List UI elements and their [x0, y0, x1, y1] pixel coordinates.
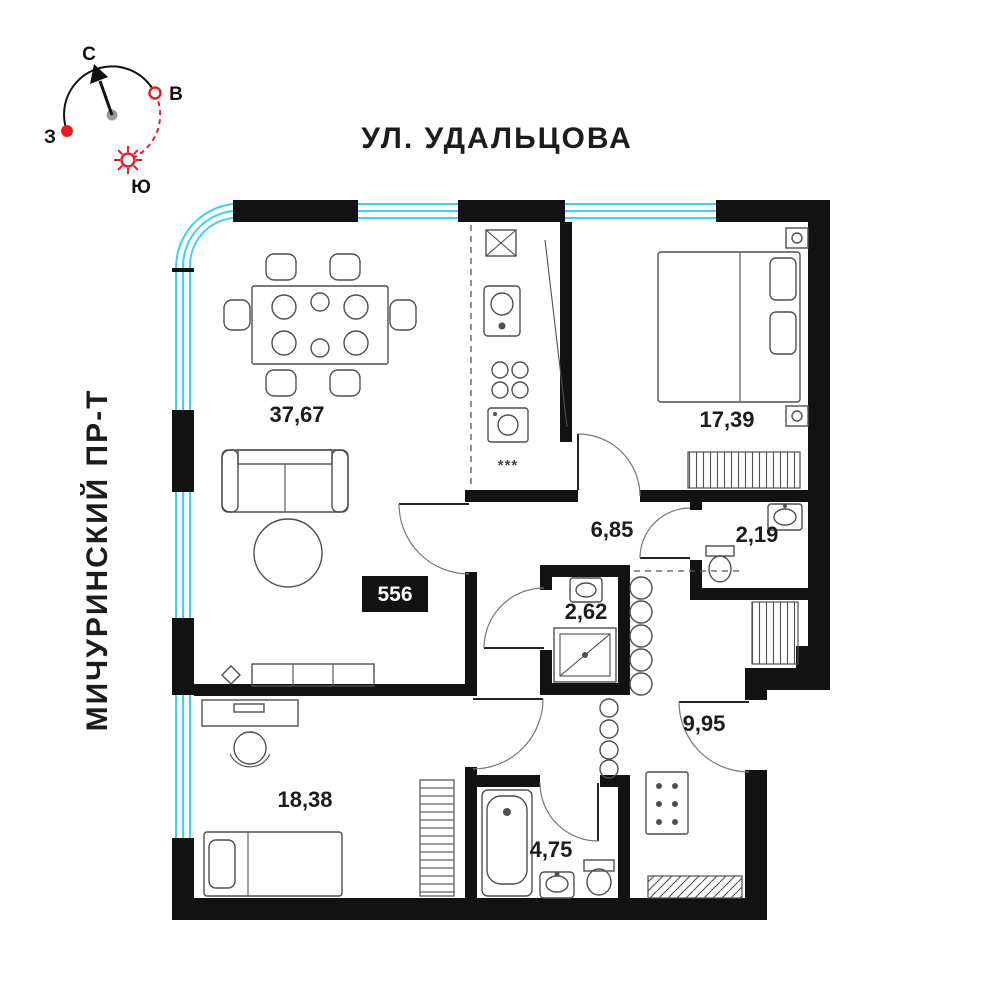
door-bedroom1 — [577, 433, 641, 497]
small-bathroom-fixtures — [705, 503, 803, 583]
corridor-radiator — [647, 875, 743, 899]
windows — [172, 200, 716, 838]
shower-room-fixtures — [553, 577, 617, 683]
coffee-table — [253, 518, 323, 588]
compass-north-label: С — [82, 44, 96, 65]
corner-window-arc — [174, 203, 234, 269]
plant-icon — [221, 665, 241, 685]
apartment-number: 556 — [377, 583, 412, 606]
bathroom-sink — [539, 871, 575, 899]
hall-wardrobe — [751, 601, 799, 665]
coat-hooks-column — [629, 576, 653, 696]
room-label-shower-room: 2,62 — [565, 599, 608, 624]
desk — [201, 699, 299, 768]
double-bed — [657, 251, 801, 403]
zone-boundaries — [470, 225, 743, 572]
door-bedroom2 — [472, 698, 544, 770]
shoe-cabinet — [645, 771, 689, 835]
compass-east-label: В — [169, 84, 183, 105]
hooks-column-small — [599, 698, 619, 779]
stove-burners — [491, 361, 529, 399]
room-label-living: 37,67 — [269, 402, 324, 427]
compass-rose: С В З Ю — [44, 44, 183, 198]
room-label-hallway: 6,85 — [591, 517, 634, 542]
compass-west-dot — [61, 125, 73, 137]
door-bathroom — [539, 782, 599, 842]
oven — [487, 407, 529, 443]
kitchen-marks: *** — [498, 457, 519, 474]
compass-south-label: Ю — [131, 177, 151, 198]
door-entrance — [678, 701, 750, 773]
room-label-small-bathroom: 2,19 — [736, 522, 779, 547]
bathtub — [481, 789, 533, 897]
door-small-bathroom — [639, 507, 691, 559]
dining-set — [223, 253, 417, 397]
compass-arc-solid — [63, 65, 156, 132]
street-label-left: МИЧУРИНСКИЙ ПР-Т — [80, 389, 114, 732]
compass-west-label: З — [44, 127, 56, 148]
kitchen-counter-edge — [544, 239, 568, 428]
room-label-bedroom1: 17,39 — [699, 407, 754, 432]
sofa — [221, 449, 349, 513]
single-bed — [203, 831, 343, 897]
room-label-corridor: 9,95 — [683, 711, 726, 736]
kitchen-fixtures: *** — [483, 229, 568, 474]
compass-needle-head — [90, 64, 108, 84]
compass-east-ring — [148, 86, 162, 100]
doors — [398, 433, 750, 842]
room-label-bathroom: 4,75 — [530, 837, 573, 862]
street-label-top: УЛ. УДАЛЬЦОВА — [361, 122, 632, 155]
door-shower-room — [483, 587, 545, 649]
kitchen-sink — [483, 285, 521, 337]
room-label-bedroom2: 18,38 — [277, 787, 332, 812]
room-area-labels: 37,67 17,39 6,85 2,19 2,62 9,95 18,38 4,… — [269, 402, 778, 862]
apartment-number-badge: 556 — [362, 576, 428, 612]
nightstand-top — [785, 227, 809, 249]
exterior-walls — [172, 200, 830, 920]
bedroom1-wardrobe — [687, 451, 801, 489]
door-living-room — [398, 503, 470, 575]
compass-needle — [98, 80, 114, 116]
compass-south-sun-icon — [114, 146, 142, 174]
interior-walls — [194, 222, 830, 898]
tv-cabinet — [251, 663, 375, 687]
compass-arc-dashed — [127, 92, 162, 161]
bedroom2-wardrobe — [419, 779, 455, 897]
nightstand-bottom — [785, 405, 809, 427]
toilet — [583, 859, 615, 896]
vent-shaft — [485, 229, 517, 257]
